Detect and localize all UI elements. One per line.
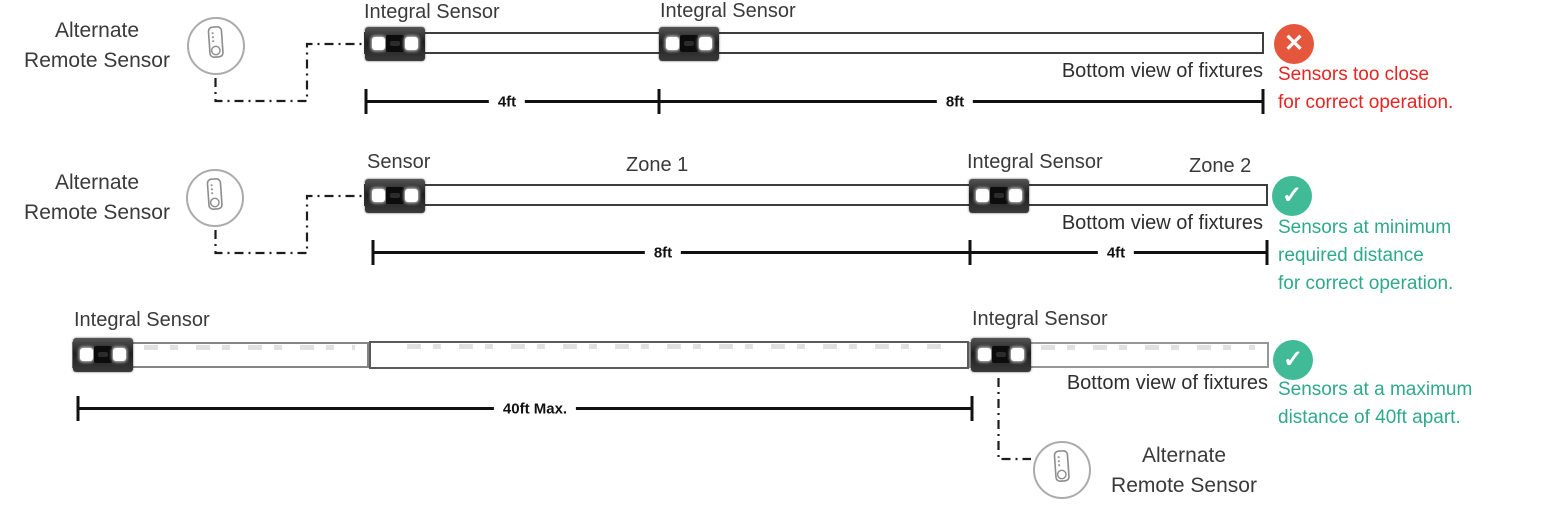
dimension-label-8ft: 8ft (644, 244, 682, 262)
alternate-remote-sensor-label-line2: Remote Sensor (1111, 474, 1257, 497)
bottom-view-caption: Bottom view of fixtures (1066, 372, 1268, 394)
status-line: Sensors at minimum (1278, 217, 1452, 238)
dimension-label-4ft: 4ft (488, 93, 526, 111)
sensor-label: Sensor (367, 151, 431, 173)
status-line: for correct operation. (1278, 92, 1454, 113)
alternate-remote-sensor-label-line1: Alternate (1141, 444, 1227, 467)
connector-row3 (997, 378, 1031, 461)
sensor-module (365, 179, 425, 213)
integral-sensor-label: Integral Sensor (972, 308, 1108, 330)
bottom-view-caption: Bottom view of fixtures (1061, 212, 1263, 234)
integral-sensor-module (365, 27, 425, 61)
status-message-ok: Sensors at minimum required distance for… (1278, 214, 1453, 298)
zone1-label: Zone 1 (626, 154, 689, 176)
bottom-view-caption: Bottom view of fixtures (1061, 60, 1263, 82)
remote-sensor-icon (187, 17, 245, 75)
status-line: for correct operation. (1278, 273, 1454, 294)
connector-row2 (214, 194, 362, 255)
alternate-remote-sensor-label-line1: Alternate (54, 171, 140, 194)
fixture-bar-segment (369, 341, 969, 369)
alternate-remote-sensor-label-line1: Alternate (54, 19, 140, 42)
error-x-icon: ✕ (1274, 24, 1314, 64)
status-message-error: Sensors too close for correct operation. (1278, 61, 1453, 117)
ok-check-glyph: ✓ (1282, 346, 1304, 373)
remote-sensor-icon (1033, 441, 1091, 499)
alternate-remote-sensor-label: Alternate Remote Sensor (1098, 441, 1270, 501)
integral-sensor-label: Integral Sensor (660, 0, 796, 22)
dimension-label-4ft: 4ft (1097, 244, 1135, 262)
remote-sensor-icon (186, 169, 244, 227)
dimension-label-8ft: 8ft (936, 93, 974, 111)
zone2-label: Zone 2 (1189, 155, 1252, 177)
integral-sensor-module (969, 179, 1029, 213)
integral-sensor-module (659, 27, 719, 61)
status-line: required distance (1278, 245, 1424, 266)
ok-check-glyph: ✓ (1281, 182, 1303, 209)
alternate-remote-sensor-label: Alternate Remote Sensor (8, 16, 186, 76)
integral-sensor-module (971, 338, 1031, 372)
status-message-ok: Sensors at a maximum distance of 40ft ap… (1278, 376, 1472, 432)
ok-check-icon: ✓ (1272, 176, 1312, 216)
fixture-bar (364, 32, 1264, 54)
fixture-faint-marks (406, 344, 944, 349)
connector-row1 (214, 42, 362, 103)
alternate-remote-sensor-label: Alternate Remote Sensor (8, 168, 186, 228)
integral-sensor-label: Integral Sensor (364, 1, 500, 23)
dimension-label-40ft-max: 40ft Max. (493, 400, 577, 418)
error-x-glyph: ✕ (1283, 30, 1305, 57)
integral-sensor-label: Integral Sensor (74, 309, 210, 331)
ok-check-icon: ✓ (1273, 340, 1313, 380)
integral-sensor-label: Integral Sensor (967, 151, 1103, 173)
status-line: distance of 40ft apart. (1278, 407, 1461, 428)
integral-sensor-module (73, 338, 133, 372)
fixture-faint-marks (91, 345, 356, 350)
alternate-remote-sensor-label-line2: Remote Sensor (24, 49, 170, 72)
fixture-bar (364, 184, 1268, 206)
alternate-remote-sensor-label-line2: Remote Sensor (24, 201, 170, 224)
status-line: Sensors too close (1278, 64, 1430, 85)
fixture-faint-marks (988, 345, 1256, 350)
status-line: Sensors at a maximum (1278, 379, 1473, 400)
